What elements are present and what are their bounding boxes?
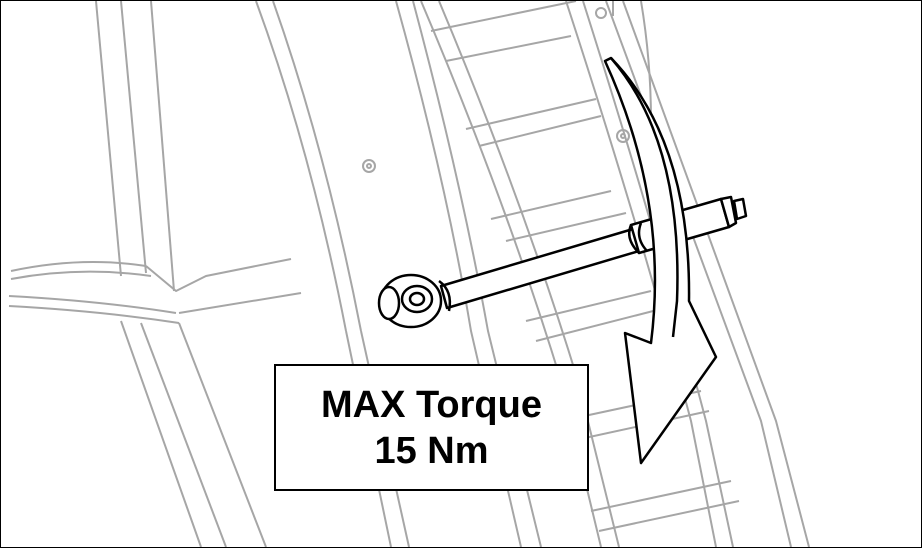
torque-label-line-1: MAX Torque: [321, 383, 542, 426]
curved-arrow-icon: [603, 56, 718, 465]
torque-label-line-2: 15 Nm: [374, 429, 489, 472]
left-frame-member: [8, 1, 302, 547]
central-plate: [255, 1, 542, 547]
wrench-end-cap: [719, 195, 738, 229]
wrench-ring-head: [377, 273, 443, 329]
torque-label-box: MAX Torque 15 Nm: [274, 364, 589, 491]
